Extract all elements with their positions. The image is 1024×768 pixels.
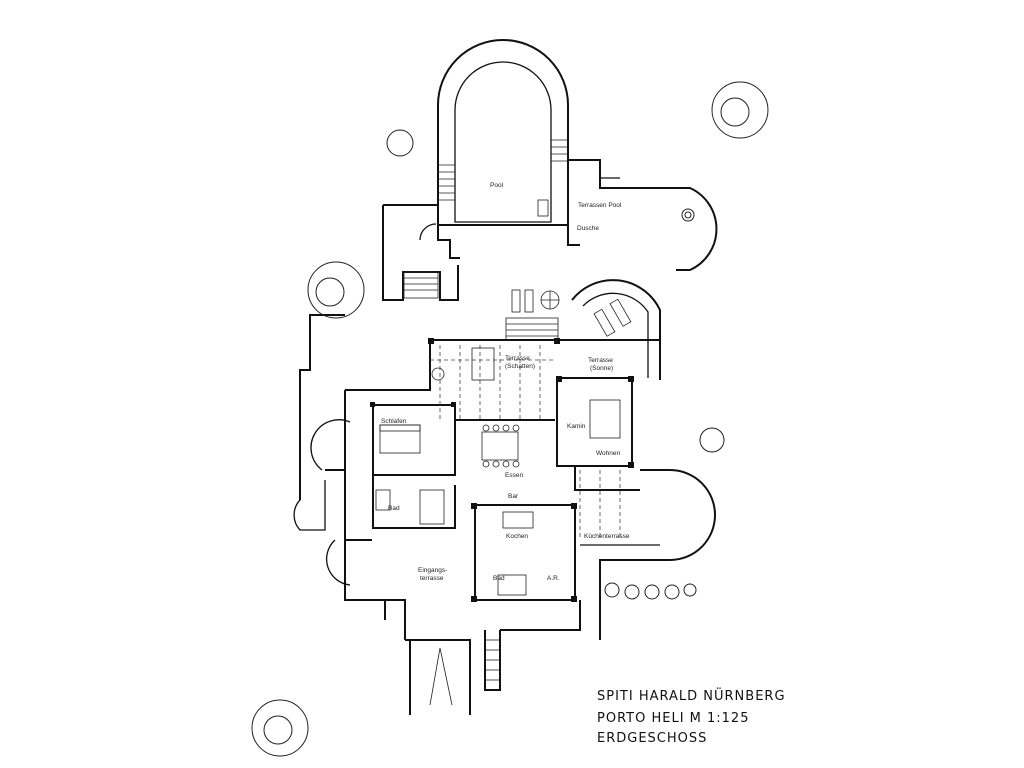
vegetation xyxy=(251,81,769,757)
entrance xyxy=(326,539,581,715)
label-wohnen: Wohnen xyxy=(596,450,620,457)
title-line-2: PORTO HELI M 1:125 xyxy=(597,711,749,726)
label-terrasse-sonne-1: Terrasse xyxy=(588,357,613,364)
label-terrasse-pool: Terrassen Pool xyxy=(578,202,622,209)
label-essen: Essen xyxy=(505,472,523,479)
label-kamin: Kamin xyxy=(567,423,586,430)
label-kochen: Kochen xyxy=(506,533,528,540)
label-terrasse-sonne-2: (Sonne) xyxy=(590,365,613,372)
pool-area xyxy=(437,39,569,226)
label-schlafen: Schlafen xyxy=(381,418,407,425)
label-bad-2: Bad xyxy=(493,575,505,582)
pool-terrace xyxy=(382,159,718,380)
label-terrasse-schatten-1: Terrasse xyxy=(505,355,530,362)
label-eingangsterrasse-2: terrasse xyxy=(420,575,444,582)
label-ar: A.R. xyxy=(547,575,560,582)
furniture xyxy=(375,347,621,596)
label-terrasse-schatten-2: (Schatten) xyxy=(505,363,535,370)
label-pool: Pool xyxy=(490,182,504,189)
columns xyxy=(370,338,634,602)
label-kuechenterrasse: Küchenterrasse xyxy=(584,533,630,540)
room-labels: Pool Terrassen Pool Dusche Terrasse (Sch… xyxy=(381,182,630,582)
label-eingangsterrasse-1: Eingangs- xyxy=(418,567,447,574)
label-bar: Bar xyxy=(508,493,519,500)
title-block: SPITI HARALD NÜRNBERG PORTO HELI M 1:125… xyxy=(597,687,786,746)
label-dusche: Dusche xyxy=(577,225,599,232)
title-line-3: ERDGESCHOSS xyxy=(597,731,707,746)
title-line-1: SPITI HARALD NÜRNBERG xyxy=(597,687,786,704)
label-bad-1: Bad xyxy=(388,505,400,512)
pergola xyxy=(430,345,621,540)
